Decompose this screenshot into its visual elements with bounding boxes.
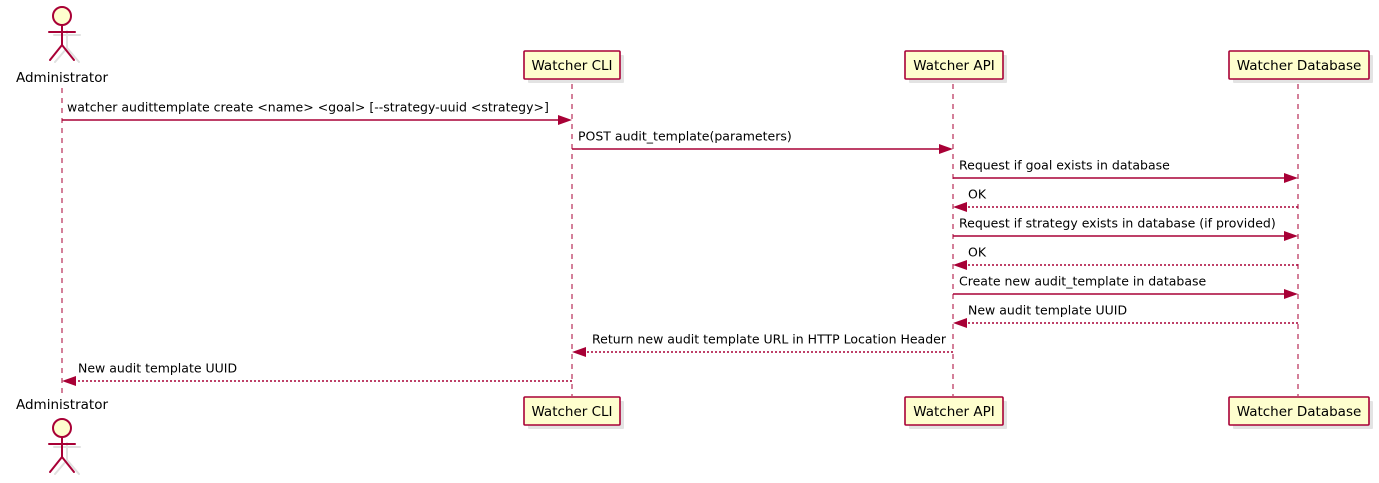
participant-label-watcher-api-top: Watcher API (913, 58, 995, 74)
participant-watcher-cli-top[interactable]: Watcher CLI (523, 50, 624, 83)
arrowhead-right-icon (1284, 231, 1298, 241)
participant-label-watcher-cli-bottom: Watcher CLI (531, 404, 612, 420)
participant-box[interactable] (523, 50, 621, 80)
actor-body-icon (48, 24, 76, 61)
message-label-6: OK (968, 245, 987, 260)
message-label-8: New audit template UUID (968, 303, 1127, 318)
arrowhead-left-icon (62, 376, 76, 386)
participant-watcher-database-bottom[interactable]: Watcher Database (1228, 396, 1373, 429)
arrowhead-right-icon (1284, 289, 1298, 299)
message-label-9: Return new audit template URL in HTTP Lo… (592, 332, 947, 347)
message-label-7: Create new audit_template in database (959, 274, 1206, 289)
participant-label-watcher-api-bottom: Watcher API (913, 404, 995, 420)
participant-label-watcher-database-bottom: Watcher Database (1237, 404, 1362, 420)
arrowhead-right-icon (558, 115, 572, 125)
actor-administrator-bottom[interactable]: Administrator (16, 397, 108, 475)
arrowhead-left-icon (572, 347, 586, 357)
participant-box[interactable] (523, 396, 621, 426)
arrowhead-left-icon (953, 202, 967, 212)
participant-box[interactable] (904, 50, 1004, 80)
actor-label-administrator-bottom: Administrator (16, 397, 108, 413)
message-5[interactable]: Request if strategy exists in database (… (953, 216, 1298, 242)
participant-box[interactable] (1228, 50, 1370, 80)
arrowhead-left-icon (953, 260, 967, 270)
participant-box[interactable] (904, 396, 1004, 426)
participant-watcher-api-top[interactable]: Watcher API (904, 50, 1007, 83)
actor-shadow (53, 30, 81, 63)
message-label-4: OK (968, 187, 987, 202)
message-label-5: Request if strategy exists in database (… (959, 216, 1276, 231)
arrowhead-right-icon (939, 144, 953, 154)
participant-watcher-cli-bottom[interactable]: Watcher CLI (523, 396, 624, 429)
message-10[interactable]: New audit template UUID (62, 361, 572, 387)
message-7[interactable]: Create new audit_template in database (953, 274, 1298, 300)
message-9[interactable]: Return new audit template URL in HTTP Lo… (572, 332, 953, 358)
actor-head-icon (52, 418, 72, 438)
message-3[interactable]: Request if goal exists in database (953, 158, 1298, 184)
message-label-10: New audit template UUID (78, 361, 237, 376)
participant-box[interactable] (1228, 396, 1370, 426)
participant-label-watcher-cli-top: Watcher CLI (531, 58, 612, 74)
participant-label-watcher-database-top: Watcher Database (1237, 58, 1362, 74)
message-4[interactable]: OK (953, 187, 1298, 213)
arrowhead-left-icon (953, 318, 967, 328)
message-2[interactable]: POST audit_template(parameters) (572, 129, 953, 155)
message-label-2: POST audit_template(parameters) (578, 129, 792, 144)
message-label-1: watcher audittemplate create <name> <goa… (67, 100, 549, 115)
actor-head-icon (52, 6, 72, 26)
actor-body-icon (48, 436, 76, 473)
participant-watcher-api-bottom[interactable]: Watcher API (904, 396, 1007, 429)
lifelines (61, 84, 1299, 396)
actor-administrator-top[interactable]: Administrator (16, 6, 108, 86)
message-8[interactable]: New audit template UUID (953, 303, 1298, 329)
message-1[interactable]: watcher audittemplate create <name> <goa… (62, 100, 572, 126)
message-label-3: Request if goal exists in database (959, 158, 1170, 173)
message-6[interactable]: OK (953, 245, 1298, 271)
arrowhead-right-icon (1284, 173, 1298, 183)
actor-shadow (53, 442, 81, 475)
actor-label-administrator-top: Administrator (16, 70, 108, 86)
participant-watcher-database-top[interactable]: Watcher Database (1228, 50, 1373, 83)
